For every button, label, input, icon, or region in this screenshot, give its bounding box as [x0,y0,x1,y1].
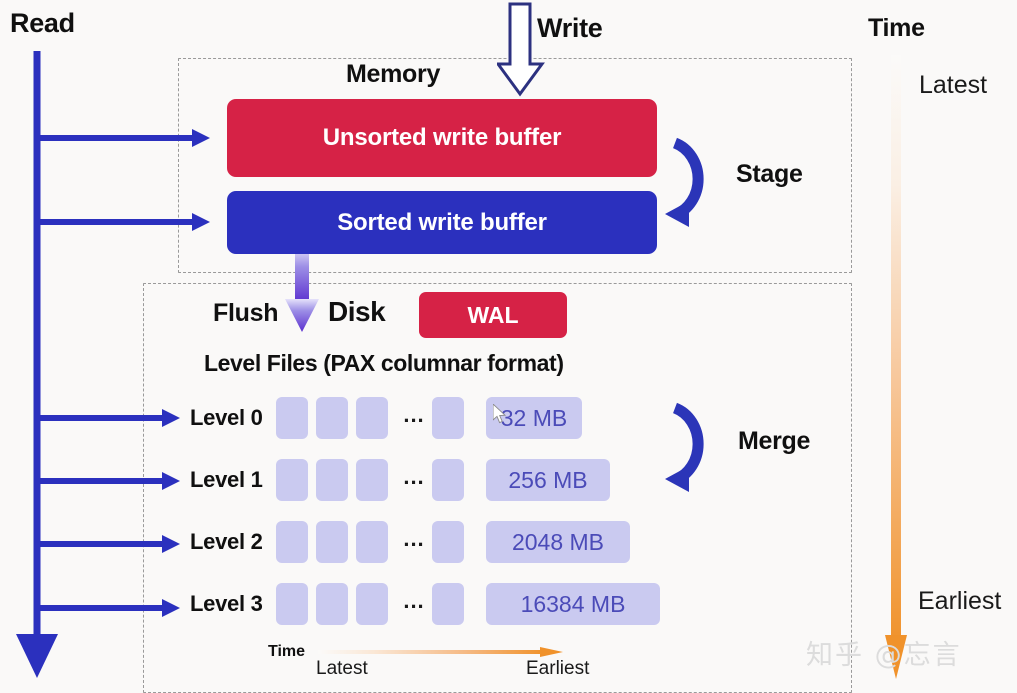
time-latest-label: Latest [919,71,988,99]
unsorted-write-buffer-box[interactable]: Unsorted write buffer [227,99,657,177]
mouse-pointer-icon [493,404,507,424]
level-file-cell[interactable] [432,583,464,625]
level-file-cell[interactable] [276,521,308,563]
read-arrow [16,51,210,678]
write-label: Write [537,13,603,43]
stage-arrow-icon [665,137,704,227]
level-name-label: Level 0 [190,405,263,430]
unsorted-write-buffer-text: Unsorted write buffer [322,124,562,151]
level-file-cell[interactable] [316,459,348,501]
level-file-cell[interactable] [316,397,348,439]
level-files-ellipsis: ... [403,526,425,551]
level-file-cell[interactable] [432,521,464,563]
watermark: 知乎 @忘言 [806,640,962,671]
level-name-label: Level 2 [190,529,263,554]
bottom-axis-arrow-icon [318,647,563,657]
level-file-cell[interactable] [356,521,388,563]
level-file-cell[interactable] [356,459,388,501]
level-row: Level 1... 256 MB [190,457,710,503]
merge-label: Merge [738,427,811,455]
level-files-ellipsis: ... [403,464,425,489]
merge-arrow-icon [665,402,704,492]
level-file-cell[interactable] [432,459,464,501]
wal-text: WAL [467,301,519,328]
read-label: Read [10,8,75,38]
level-name-label: Level 1 [190,467,263,492]
level-file-cell[interactable] [316,521,348,563]
time-earliest-label: Earliest [918,587,1002,615]
level-files-ellipsis: ... [403,588,425,613]
level-row: Level 0... 32 MB [190,395,710,441]
flush-label: Flush [213,299,279,327]
bottom-axis-latest: Latest [316,658,368,679]
level-row: Level 3... 16384 MB [190,581,710,627]
level-files-label: Level Files (PAX columnar format) [204,350,564,376]
sorted-write-buffer-text: Sorted write buffer [337,208,547,236]
level-rows-container: Level 0... 32 MB Level 1... 256 MB Level 2..… [190,395,710,643]
level-size-box[interactable]: 2048 MB [486,521,630,563]
level-files-ellipsis: ... [403,402,425,427]
level-file-cell[interactable] [356,397,388,439]
time-label: Time [868,14,925,42]
disk-label: Disk [328,296,386,327]
time-arrow-icon [885,55,907,679]
bottom-axis-title: Time [268,643,306,660]
level-row: Level 2... 2048 MB [190,519,710,565]
level-size-box[interactable]: 256 MB [486,459,610,501]
level-file-cell[interactable] [276,459,308,501]
level-file-cell[interactable] [316,583,348,625]
memory-label: Memory [346,60,441,88]
level-file-cell[interactable] [276,583,308,625]
wal-box[interactable]: WAL [419,292,567,338]
level-name-label: Level 3 [190,591,263,616]
stage-label: Stage [736,160,803,188]
level-size-box[interactable]: 16384 MB [486,583,660,625]
level-size-box[interactable]: 32 MB [486,397,582,439]
level-file-cell[interactable] [356,583,388,625]
level-file-cell[interactable] [432,397,464,439]
flush-arrow-icon [285,247,319,332]
bottom-axis-earliest: Earliest [526,658,590,679]
sorted-write-buffer-box[interactable]: Sorted write buffer [227,191,657,254]
write-arrow-icon [497,2,545,97]
level-file-cell[interactable] [276,397,308,439]
